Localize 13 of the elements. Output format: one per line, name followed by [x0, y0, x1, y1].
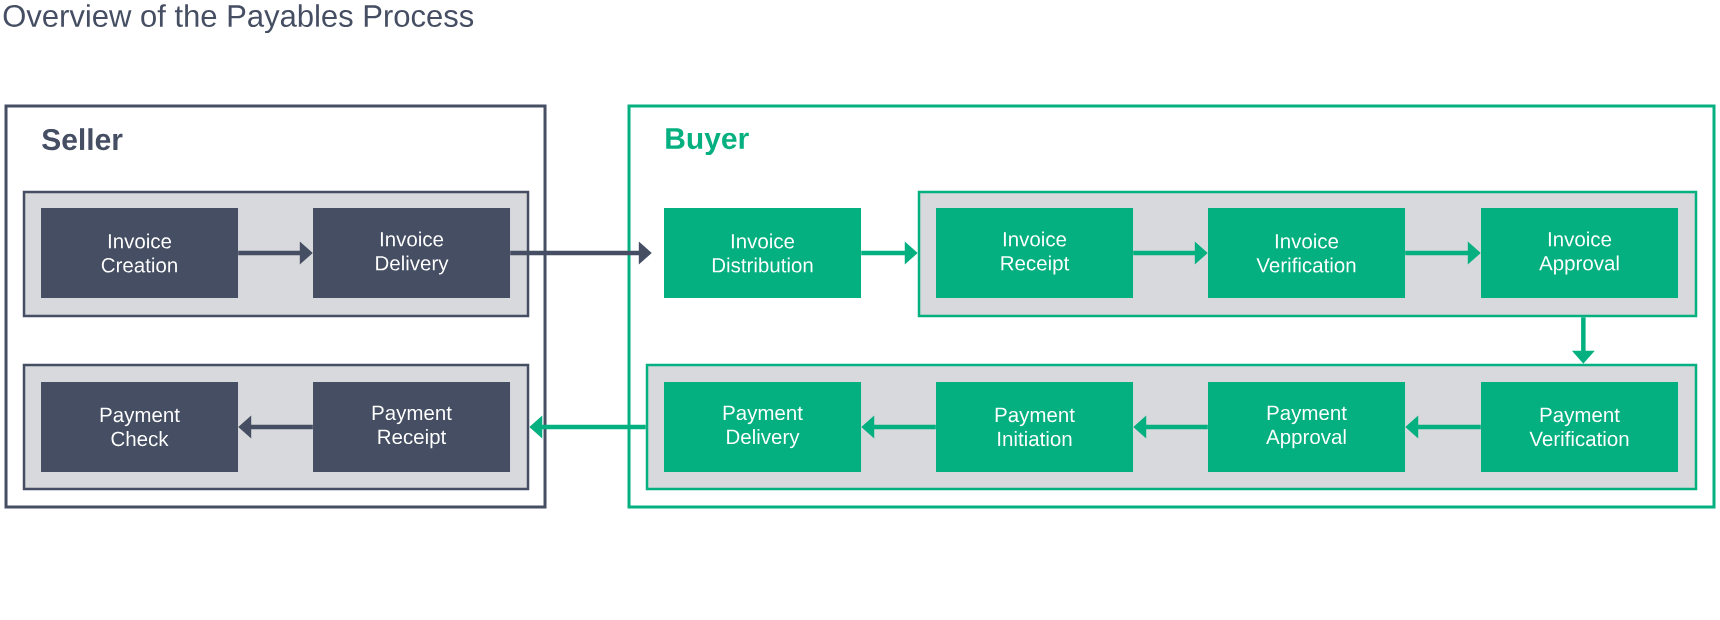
process-box: Payment Initiation — [936, 382, 1133, 472]
process-box: Invoice Approval — [1481, 208, 1678, 298]
process-box: Payment Verification — [1481, 382, 1678, 472]
process-box: Invoice Creation — [41, 208, 238, 298]
process-box: Invoice Distribution — [664, 208, 861, 298]
process-box: Payment Receipt — [313, 382, 510, 472]
process-box: Invoice Receipt — [936, 208, 1133, 298]
process-box: Payment Check — [41, 382, 238, 472]
process-box: Invoice Delivery — [313, 208, 510, 298]
process-box: Invoice Verification — [1208, 208, 1405, 298]
title: Overview of the Payables Process — [3, 4, 474, 34]
process-box: Payment Delivery — [664, 382, 861, 472]
process-box: Payment Approval — [1208, 382, 1405, 472]
